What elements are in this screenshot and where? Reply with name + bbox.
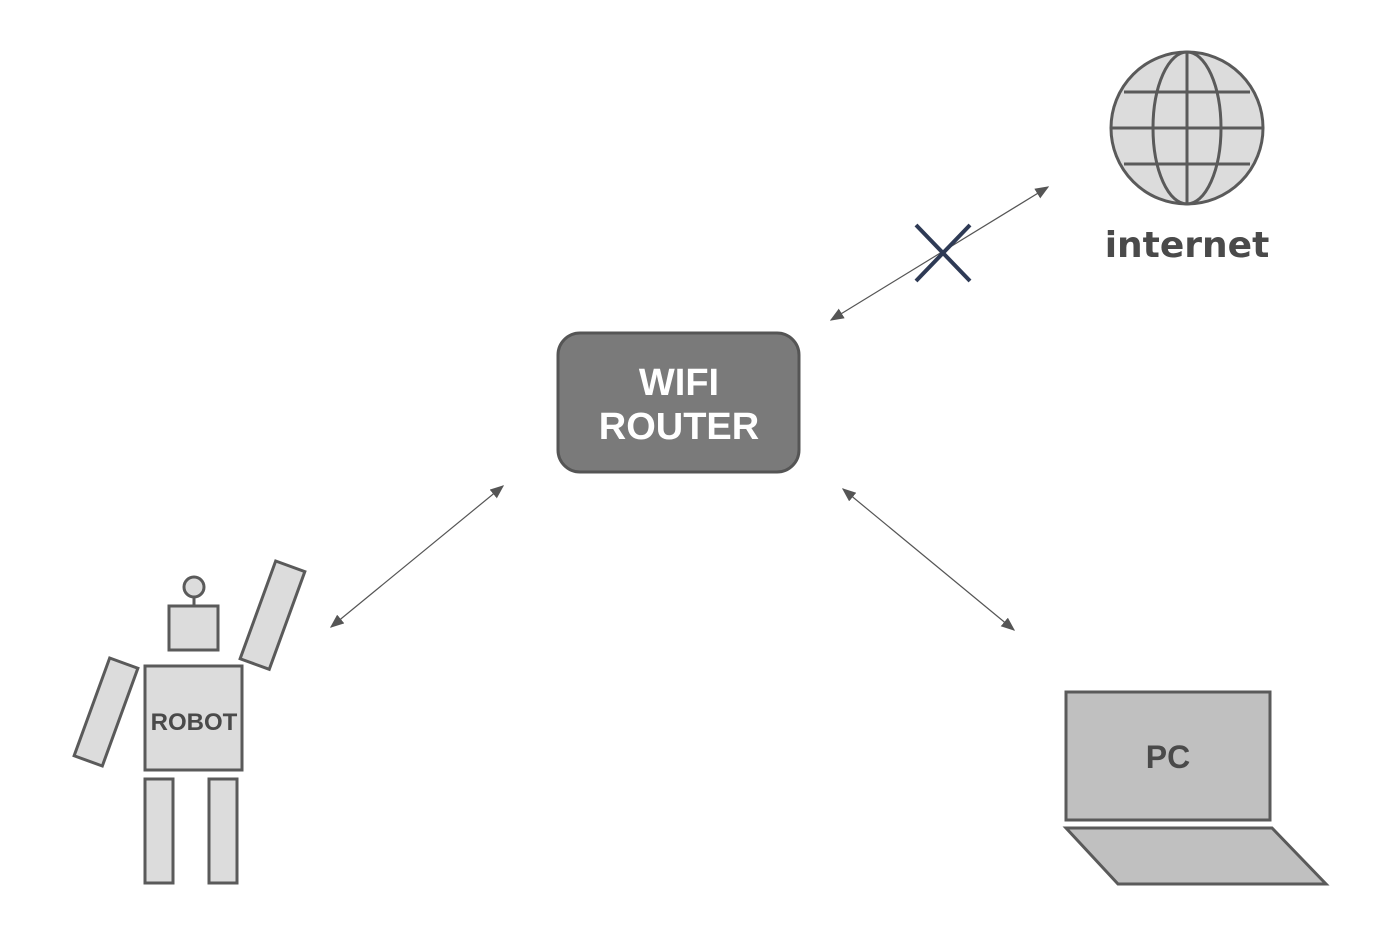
globe-icon [1109, 50, 1265, 206]
pc-label: PC [1146, 739, 1190, 775]
pc-node: PC [1062, 690, 1330, 886]
robot-node: ROBOT [72, 559, 307, 885]
robot-left-arm [72, 656, 140, 768]
router-box [556, 331, 801, 474]
disconnected-cross-icon [914, 223, 972, 283]
router-label-line1: WIFI [639, 362, 719, 404]
robot-left-leg [143, 777, 175, 885]
robot-router-link [329, 485, 505, 628]
router-label-line2: ROUTER [599, 406, 759, 448]
laptop-keyboard [1062, 826, 1330, 886]
internet-label: internet [1105, 225, 1270, 266]
robot-head [167, 604, 220, 652]
robot-right-leg [207, 777, 239, 885]
router-internet-link [829, 186, 1050, 321]
laptop-screen [1064, 690, 1272, 822]
robot-label: ROBOT [151, 709, 238, 736]
robot-body [143, 664, 244, 772]
router-pc-link [841, 488, 1016, 631]
internet-node: internet [1105, 50, 1270, 266]
robot-antenna [182, 575, 206, 599]
robot-right-arm [238, 559, 307, 672]
wifi-router: WIFI ROUTER [556, 331, 801, 474]
